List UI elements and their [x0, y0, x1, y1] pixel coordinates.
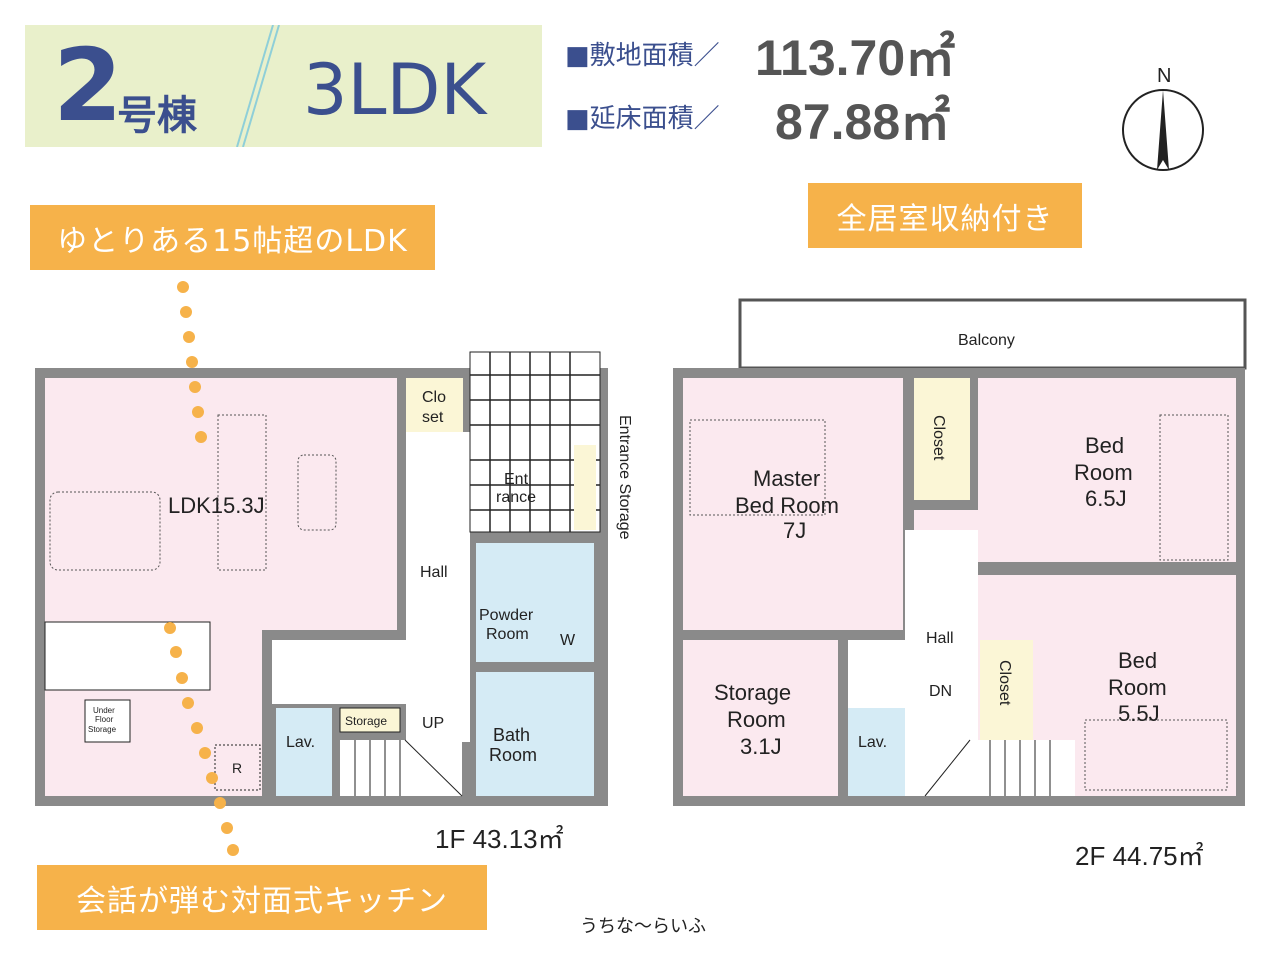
room-bath	[476, 672, 594, 796]
label-lav-1f: Lav.	[286, 734, 315, 751]
room-closet-b	[980, 640, 1033, 740]
room-lav-2f	[848, 708, 905, 796]
label-entrance-storage: Entrance Storage	[616, 415, 633, 540]
label-bed65-1: Bed	[1085, 433, 1124, 458]
label-powder-1: Powder	[479, 607, 534, 624]
room-bed-65	[978, 378, 1236, 562]
label-closet-a: Closet	[930, 415, 947, 461]
label-storage-2: Room	[727, 707, 786, 732]
room-ldk	[45, 378, 397, 630]
label-closet-b: Closet	[996, 660, 1013, 706]
label-lav-2f: Lav.	[858, 734, 887, 751]
label-ldk: LDK15.3J	[168, 493, 265, 518]
site-area-value: 113.70㎡	[755, 30, 956, 86]
label-master-1: Master	[753, 466, 820, 491]
label-dn: DN	[929, 683, 952, 700]
label-master-3: 7J	[783, 518, 806, 543]
room-entrance-storage	[574, 445, 596, 530]
room-storage	[683, 640, 838, 796]
floor-area-label: ■延床面積／	[565, 104, 720, 134]
floor-1-area: 1F 43.13㎡	[435, 824, 564, 854]
room-lav-1f	[276, 708, 332, 796]
stairs-2f	[915, 740, 1075, 796]
label-entrance-2: rance	[496, 489, 536, 506]
room-closet	[406, 378, 463, 432]
label-storage-3: 3.1J	[740, 734, 782, 759]
floor-1-plan: LDK15.3J Clo set Ent rance Entrance Stor…	[35, 281, 633, 856]
label-up: UP	[422, 715, 444, 732]
label-underfloor-3: Storage	[88, 725, 117, 734]
callout-storage: 全居室収納付き	[808, 183, 1082, 248]
stairs-1f	[340, 740, 462, 796]
callout-dots	[164, 281, 239, 856]
floor-2-plan: Balcony Master Bed Room 7J Closet Bed Ro…	[673, 298, 1247, 871]
label-storage-1: Storage	[714, 680, 791, 705]
label-bed55-2: Room	[1108, 675, 1167, 700]
compass-north-label: N	[1157, 65, 1171, 87]
room-powder	[476, 543, 594, 662]
room-storage-1f	[339, 707, 401, 733]
label-closet-2: set	[422, 409, 444, 426]
balcony	[738, 298, 1247, 370]
callout-ldk: ゆとりある15帖超のLDK	[30, 205, 435, 270]
header-divider	[236, 25, 280, 147]
label-bed65-3: 6.5J	[1085, 486, 1127, 511]
floor-2-area: 2F 44.75㎡	[1075, 841, 1204, 871]
label-entrance-1: Ent	[504, 471, 529, 488]
room-closet-a	[914, 378, 970, 500]
dining-table	[49, 491, 161, 571]
building-header: 2 号棟 3LDK	[25, 25, 542, 147]
watermark: うちな～らいふ	[580, 916, 706, 936]
compass-icon: N	[1122, 65, 1204, 171]
label-balcony: Balcony	[958, 332, 1015, 349]
building-suffix: 号棟	[117, 93, 197, 139]
callout-kitchen: 会話が弾む対面式キッチン	[37, 865, 487, 930]
label-bed55-3: 5.5J	[1118, 701, 1160, 726]
building-number: 2	[53, 27, 123, 144]
label-closet-1: Clo	[422, 389, 446, 406]
label-hall-2f: Hall	[926, 630, 954, 647]
label-master-2: Bed Room	[735, 493, 839, 518]
label-underfloor-2: Floor	[95, 715, 114, 724]
sofa	[217, 414, 267, 571]
label-storage-1f: Storage	[345, 714, 387, 728]
label-bed65-2: Room	[1074, 460, 1133, 485]
site-area-label: ■敷地面積／	[565, 41, 720, 71]
layout-type: 3LDK	[303, 49, 487, 131]
label-hall-1f: Hall	[420, 564, 448, 581]
label-washer: W	[560, 632, 576, 649]
label-bath-2: Room	[489, 745, 537, 765]
label-powder-2: Room	[486, 626, 529, 643]
label-fridge: R	[232, 760, 242, 776]
floor-area-value: 87.88㎡	[775, 94, 951, 150]
label-bath-1: Bath	[493, 725, 530, 745]
label-bed55-1: Bed	[1118, 648, 1157, 673]
label-underfloor-1: Under	[93, 706, 115, 715]
